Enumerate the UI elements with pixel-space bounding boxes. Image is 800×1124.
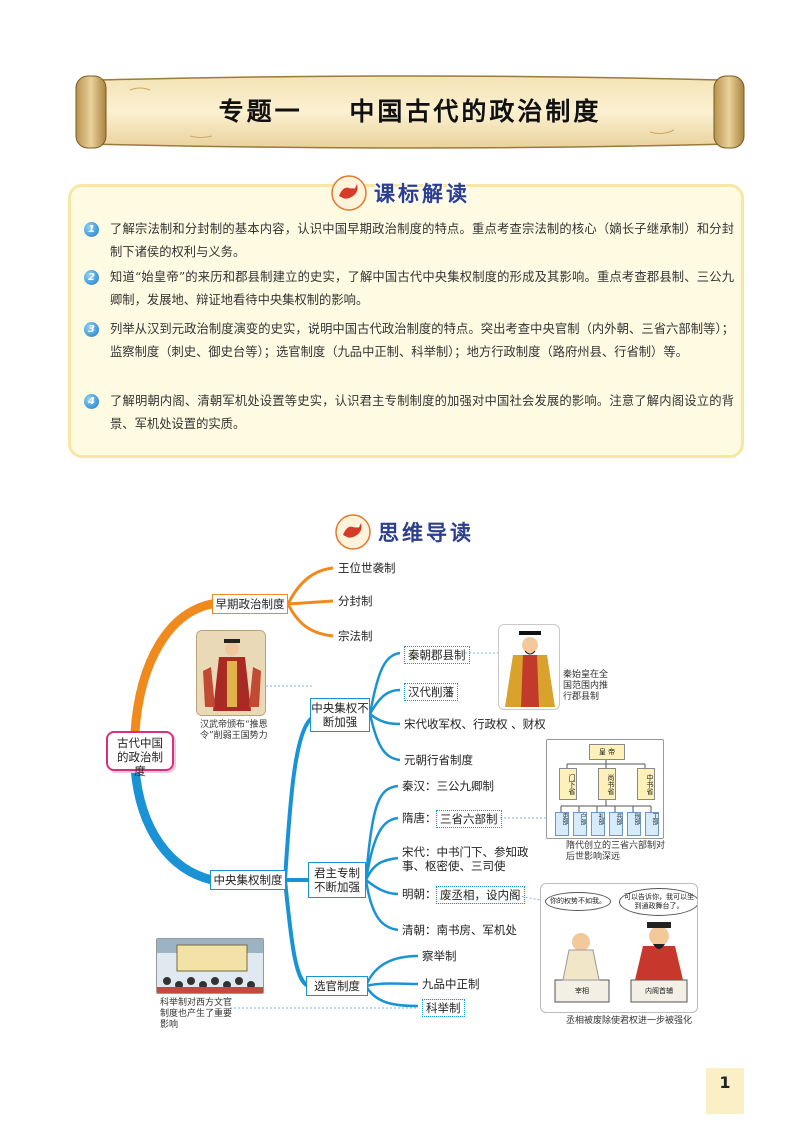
ming-cartoon-illustration: 你的权势不如我。 可以告诉你，我可以坐到通政舞台了。 宰相 内阁首辅	[540, 883, 698, 1013]
speech-bubble-left: 你的权势不如我。	[545, 892, 611, 911]
speech-bubble-right: 可以告诉你，我可以坐到通政舞台了。	[619, 888, 697, 916]
standard-text: 了解宗法制和分封制的基本内容，认识中国早期政治制度的特点。重点考查宗法制的核心（…	[110, 222, 734, 259]
monarchy-item: 宋代：中书门下、参知政事、枢密使、三司使	[402, 845, 529, 873]
central-item: 秦朝郡县制	[404, 646, 470, 664]
standard-item-2: 2 知道“始皇帝”的来历和郡县制建立的史实，了解中国古代中央集权制度的形成及其影…	[84, 266, 734, 312]
official-item: 科举制	[422, 999, 465, 1017]
early-item: 王位世袭制	[338, 561, 396, 575]
chart-bottom-box: 兵部	[609, 812, 623, 836]
ming-caption: 丞相被废除使君权进一步被强化	[566, 1016, 693, 1026]
central-authority-node: 中央集权不断加强	[310, 698, 370, 732]
monarchy-label: 君主专制不断加强	[314, 866, 360, 894]
monarchy-item-highlight: 废丞相，设内阁	[436, 886, 525, 904]
mindmap-heading-text: 思维导读	[378, 521, 474, 545]
title-scroll-banner	[75, 75, 745, 149]
dragon-emblem-icon	[331, 175, 367, 211]
dragon-emblem-icon	[335, 514, 371, 550]
qin-emperor-illustration	[498, 624, 560, 710]
standard-item-3: 3 列举从汉到元政治制度演变的史实，说明中国古代政治制度的特点。突出考查中央官制…	[84, 318, 734, 364]
plinth-label: 宰相	[575, 987, 589, 995]
monarchy-item: 秦汉：三公九卿制	[402, 779, 494, 793]
centralized-system-node: 中央集权制度	[210, 870, 286, 890]
central-authority-label: 中央集权不断加强	[311, 701, 369, 729]
chart-bottom-box: 刑部	[627, 812, 641, 836]
official-selection-node: 选官制度	[306, 976, 368, 996]
root-node: 古代中国的政治制度	[106, 731, 174, 778]
chart-mid-box: 尚书省	[598, 768, 616, 800]
qin-caption: 秦始皇在全国范围内推行郡县制	[563, 670, 609, 702]
chart-mid-box: 门下省	[559, 768, 577, 800]
standard-text: 列举从汉到元政治制度演变的史实，说明中国古代政治制度的特点。突出考查中央官制（内…	[110, 322, 734, 359]
monarchy-node: 君主专制不断加强	[308, 862, 366, 898]
number-badge-icon: 2	[84, 270, 99, 285]
central-item: 元朝行省制度	[404, 753, 473, 767]
keju-caption: 科举制对西方文官制度也产生了重要影响	[160, 998, 233, 1030]
chart-bottom-box: 吏部	[555, 812, 569, 836]
official-item: 察举制	[422, 949, 457, 963]
monarchy-item: 隋唐：	[402, 811, 437, 825]
chart-bottom-box: 工部	[645, 812, 659, 836]
standard-text: 了解明朝内阁、清朝军机处设置等史实，认识君主专制制度的加强对中国社会发展的影响。…	[110, 394, 734, 431]
standard-item-4: 4 了解明朝内阁、清朝军机处设置等史实，认识君主专制制度的加强对中国社会发展的影…	[84, 390, 734, 436]
mindmap-branches	[130, 566, 548, 1009]
chart-mid-box: 中书省	[637, 768, 655, 800]
chart-top-box: 皇 帝	[589, 744, 625, 760]
standard-item-1: 1 了解宗法制和分封制的基本内容，认识中国早期政治制度的特点。重点考查宗法制的核…	[84, 218, 734, 264]
han-emperor-illustration	[196, 630, 266, 716]
number-badge-icon: 4	[84, 394, 99, 409]
mindmap-heading: 思维导读	[334, 513, 474, 551]
keju-exam-illustration	[156, 938, 264, 994]
standards-heading-text: 课标解读	[374, 182, 470, 206]
early-item: 分封制	[338, 594, 373, 608]
number-badge-icon: 3	[84, 322, 99, 337]
sui-caption: 隋代创立的三省六部制对后世影响深远	[566, 841, 666, 862]
chart-bottom-box: 户部	[573, 812, 587, 836]
central-item: 宋代收军权、行政权 、财权	[404, 717, 546, 731]
standards-box	[68, 184, 744, 458]
monarchy-item-highlight: 三省六部制	[436, 810, 502, 828]
standard-text: 知道“始皇帝”的来历和郡县制建立的史实，了解中国古代中央集权制度的形成及其影响。…	[110, 270, 734, 307]
central-item: 汉代削藩	[404, 683, 458, 701]
page-title: 专题一 中国古代的政治制度	[218, 97, 602, 126]
plinth-label: 内阁首辅	[645, 987, 673, 995]
chart-bottom-box: 礼部	[591, 812, 605, 836]
monarchy-item: 明朝：	[402, 887, 437, 901]
early-system-node: 早期政治制度	[212, 594, 288, 614]
root-node-label: 古代中国的政治制度	[117, 736, 163, 778]
three-departments-chart: 皇 帝 门下省 尚书省 中书省 吏部 户部 礼部 兵部 刑部 工部	[546, 739, 664, 839]
number-badge-icon: 1	[84, 222, 99, 237]
early-item: 宗法制	[338, 629, 373, 643]
han-caption: 汉武帝颁布“推恩令”削弱王国势力	[200, 720, 268, 741]
official-item: 九品中正制	[422, 977, 480, 991]
standards-heading: 课标解读	[330, 174, 470, 212]
page-number: 1	[706, 1068, 744, 1114]
monarchy-item: 清朝：南书房、军机处	[402, 923, 517, 937]
